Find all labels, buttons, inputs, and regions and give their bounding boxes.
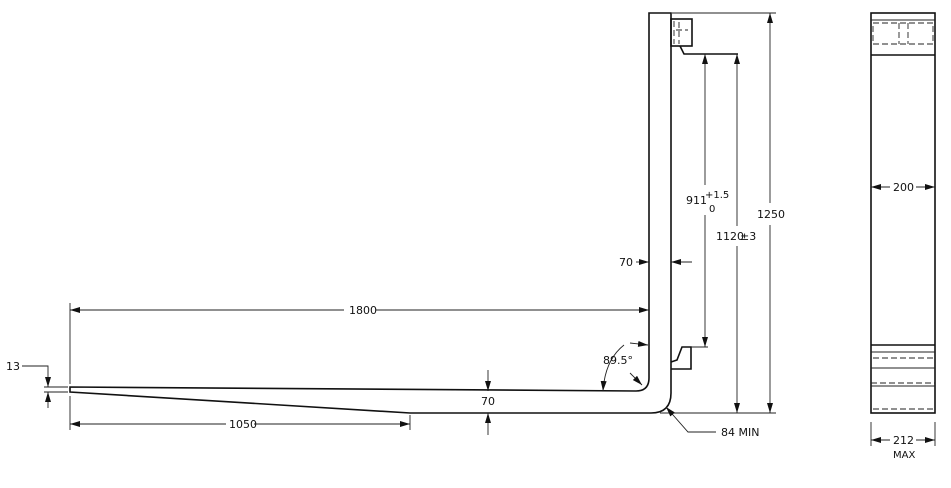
dimension-bend-radius: 84 MIN bbox=[665, 406, 759, 439]
fork-front-view bbox=[870, 12, 936, 414]
fork-side-view bbox=[69, 12, 738, 414]
dim-blade-thickness: 70 bbox=[481, 395, 495, 408]
dimension-blade-70: 70 bbox=[481, 370, 495, 435]
dim-bend-radius: 84 MIN bbox=[721, 426, 759, 439]
dim-hook-tol-lower: 0 bbox=[709, 204, 715, 215]
dim-hook-tol-upper: +1.5 bbox=[705, 190, 729, 201]
dimension-1250: 1250 bbox=[660, 12, 785, 414]
dim-width: 200 bbox=[893, 181, 914, 194]
dim-taper-length: 1050 bbox=[229, 418, 257, 431]
dimension-212-max: 212 MAX bbox=[870, 422, 936, 461]
fork-outline bbox=[69, 12, 672, 414]
dimension-angle: 89.5° bbox=[600, 340, 649, 392]
dimension-1800: 1800 bbox=[69, 303, 649, 384]
dim-blade-length: 1800 bbox=[349, 304, 377, 317]
dim-carriage-height: 1120 bbox=[716, 230, 744, 243]
bottom-hook bbox=[670, 346, 708, 370]
dim-angle: 89.5° bbox=[603, 354, 633, 367]
dimension-1050: 1050 bbox=[69, 396, 411, 431]
dimension-200: 200 bbox=[871, 181, 935, 194]
dimension-13: 13 bbox=[6, 360, 68, 408]
dim-hook-spacing: 911 bbox=[686, 194, 707, 207]
top-hook bbox=[670, 18, 738, 55]
dim-overall-height: 1250 bbox=[757, 208, 785, 221]
dim-shank-thickness: 70 bbox=[619, 256, 633, 269]
dimension-1120: 1120 ±3 bbox=[716, 54, 756, 413]
dim-carriage-tol: ±3 bbox=[740, 230, 756, 243]
dim-tip-thickness: 13 bbox=[6, 360, 20, 373]
dim-max-width-note: MAX bbox=[893, 450, 915, 461]
dimension-shank-70: 70 bbox=[619, 256, 692, 269]
dimension-911: 911 +1.5 0 bbox=[686, 54, 729, 347]
dim-max-width: 212 bbox=[893, 434, 914, 447]
